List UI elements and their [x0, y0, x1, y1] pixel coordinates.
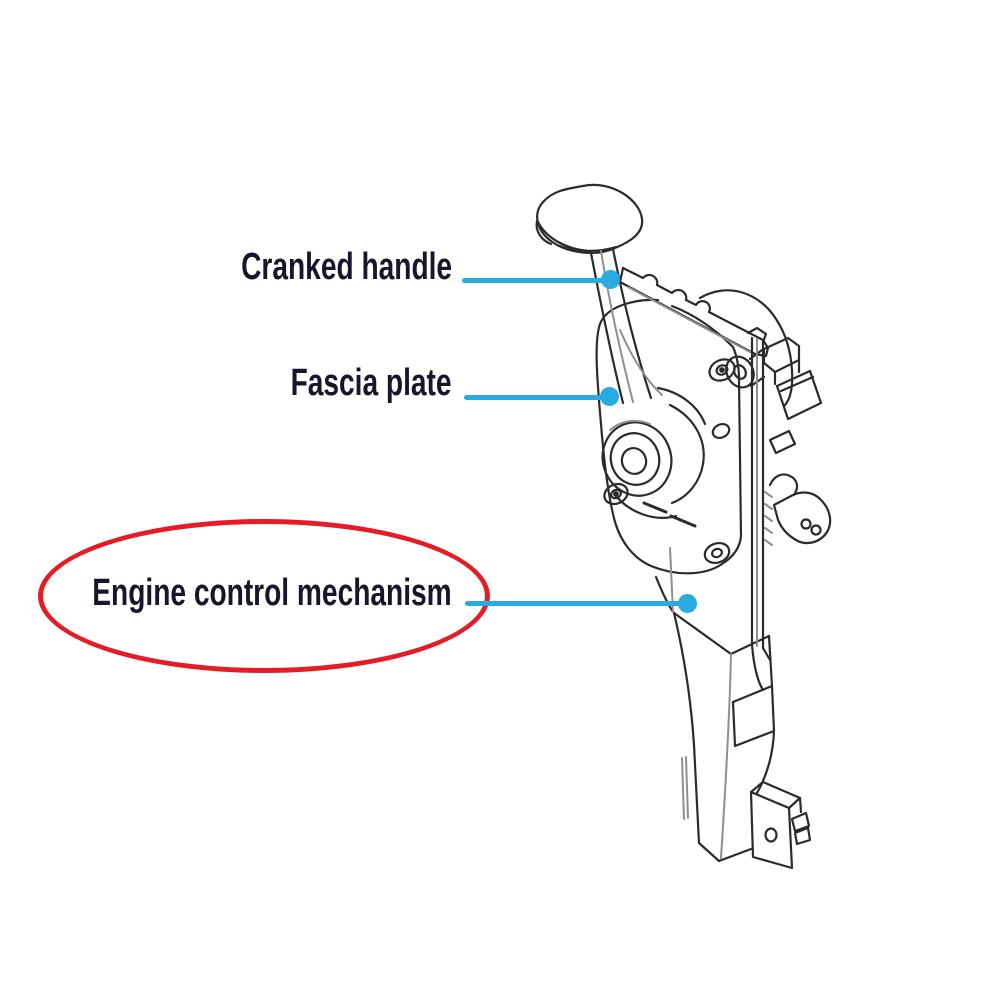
engine-control-mechanism-label: Engine control mechanism: [92, 572, 452, 614]
fascia-plate: [595, 298, 743, 575]
toothed-adjust-rail: [618, 266, 770, 389]
plate-screws: [603, 358, 736, 564]
engine-control-drawing-strokes: [535, 183, 832, 870]
fascia-plate-leader-dot: [600, 387, 619, 406]
cranked-handle-leader-line: [462, 278, 611, 283]
engine-control-mechanism-leader-line: [465, 601, 688, 606]
stop-lever: [772, 491, 832, 545]
side-mount-rail: [746, 326, 772, 692]
engine-control-mechanism-leader-dot: [678, 594, 697, 613]
light-edge-details: [600, 250, 773, 859]
side-brackets: [762, 336, 823, 495]
cranked-handle-knob: [535, 183, 644, 254]
rear-housing-dome: [698, 289, 794, 407]
control-lever-arm: [589, 247, 653, 405]
friction-hub: [601, 386, 707, 519]
highlight-ellipse: [38, 519, 490, 673]
fascia-plate-leader-line: [464, 395, 610, 400]
transom-mounting-bracket: [749, 780, 812, 870]
cranked-handle-leader-dot: [601, 270, 620, 289]
fascia-plate-label: Fascia plate: [291, 362, 452, 404]
cranked-handle-label: Cranked handle: [241, 246, 452, 288]
